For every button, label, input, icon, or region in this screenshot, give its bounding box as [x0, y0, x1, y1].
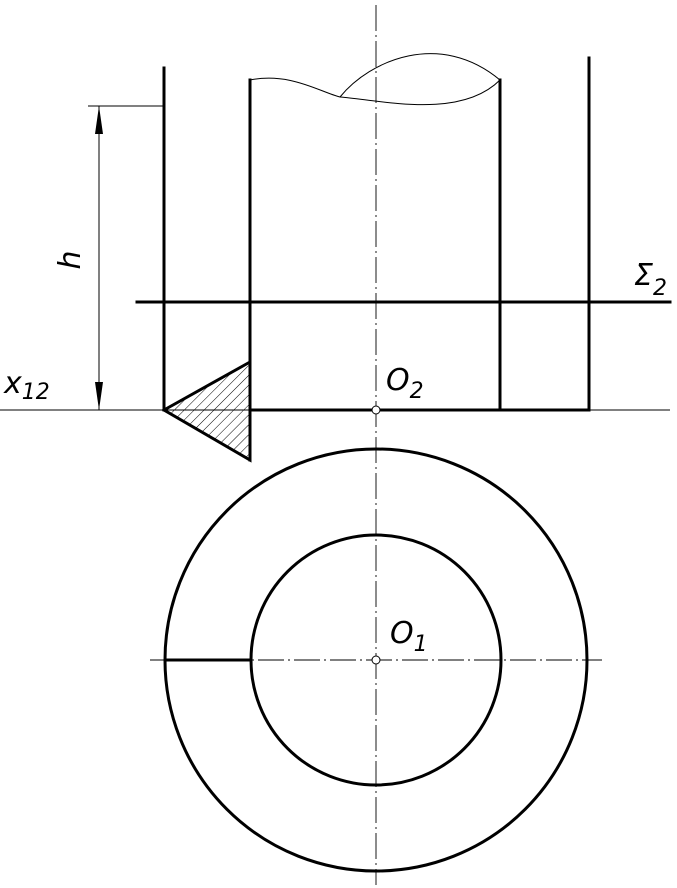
axis-label-x12: x12 [3, 366, 50, 405]
center-label-o2-main: O [386, 363, 410, 398]
dimension-arrow-top [95, 106, 103, 134]
center-point-o2 [371, 405, 381, 415]
dimension-arrow-bottom [95, 382, 103, 410]
center-label-o2: O2 [386, 363, 424, 404]
axis-label-x-sub: 12 [22, 380, 50, 405]
plane-label-sigma2: Σ2 [634, 258, 667, 301]
center-label-o1-main: O [390, 616, 414, 651]
dimension-label-h: h [53, 250, 88, 269]
center-label-o1-sub: 1 [414, 632, 428, 657]
hatched-triangle-section [160, 359, 252, 463]
center-label-o1: O1 [390, 616, 428, 657]
plane-label-sigma: Σ [634, 258, 653, 293]
axis-label-x: x [3, 366, 22, 401]
center-label-o2-sub: 2 [410, 379, 424, 404]
center-point-o1 [371, 655, 381, 665]
plane-label-sigma-sub: 2 [653, 276, 667, 301]
break-line [249, 53, 501, 106]
